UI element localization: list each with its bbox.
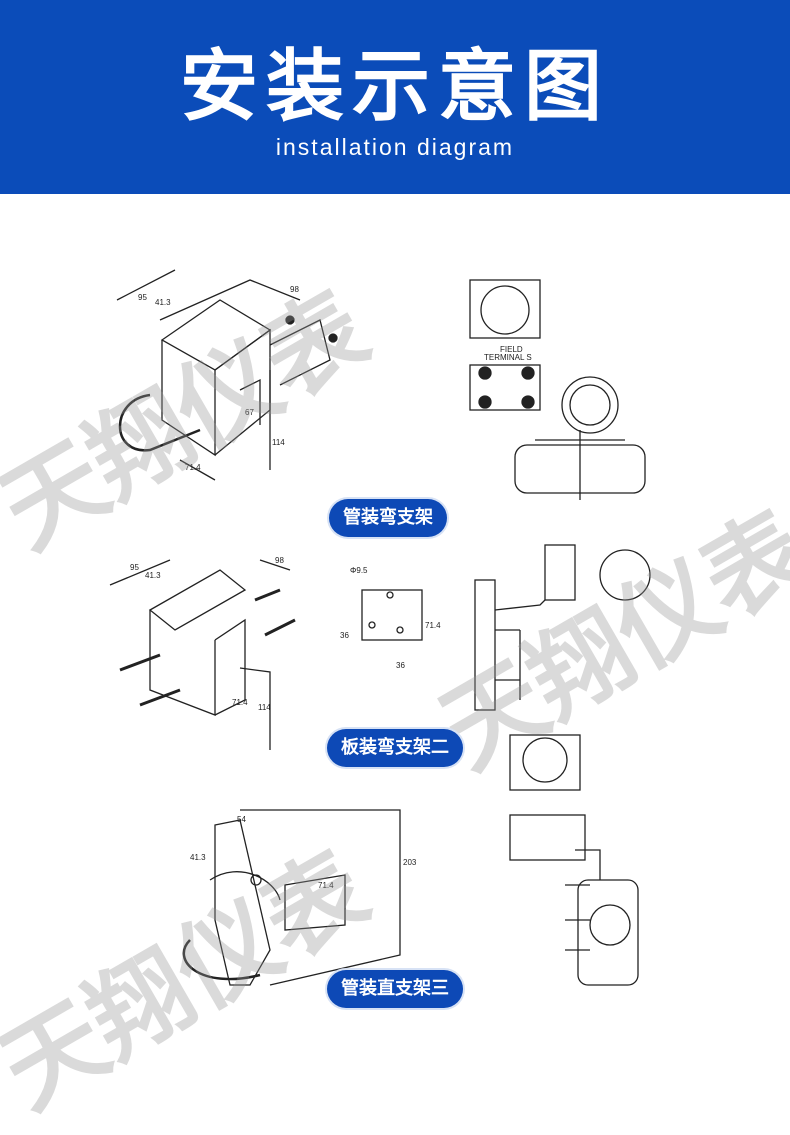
- label-pipe-straight-bracket: 管装直支架三: [327, 970, 463, 1008]
- dim-41-3: 41.3: [145, 571, 161, 580]
- dim-95: 95: [138, 293, 147, 302]
- label-pipe-bend-bracket: 管装弯支架: [329, 499, 447, 537]
- dim-54: 54: [237, 815, 246, 824]
- dim-71-4-b: 71.4: [425, 621, 441, 630]
- dim-67: 67: [245, 408, 254, 417]
- dim-98: 98: [290, 285, 299, 294]
- panel-bend-bracket-drawing: [109, 544, 651, 750]
- dim-71-4: 71.4: [318, 881, 334, 890]
- label-panel-bend-bracket: 板装弯支架二: [327, 729, 463, 767]
- section1-dimensions: 95 41.3 98 67 114 71.4: [138, 285, 299, 472]
- field-text: FIELD: [500, 345, 523, 354]
- section2-dimensions: 95 41.3 98 71.4 114 Φ9.5 36 71.4 36: [130, 556, 441, 712]
- dim-41-3: 41.3: [155, 298, 171, 307]
- dim-114: 114: [258, 703, 271, 712]
- transmitter-on-pipe-drawing: FIELD TERMINAL S: [469, 279, 646, 500]
- dim-98: 98: [275, 556, 284, 565]
- dim-36-b: 36: [396, 661, 405, 670]
- dim-95: 95: [130, 563, 139, 572]
- pipe-straight-bracket-drawing: [182, 734, 639, 986]
- page-subtitle: installation diagram: [275, 134, 515, 160]
- header-banner: 安装示意图 installation diagram: [0, 0, 790, 194]
- dim-36: 36: [340, 631, 349, 640]
- terminals-text: TERMINAL S: [484, 353, 532, 362]
- dim-phi-9-5: Φ9.5: [350, 566, 368, 575]
- installation-drawings: 95 41.3 98 67 114 71.4 FIELD TERMINAL S …: [109, 269, 651, 986]
- dim-71-4: 71.4: [185, 463, 201, 472]
- dim-203: 203: [403, 858, 417, 867]
- dim-114: 114: [272, 438, 285, 447]
- dim-71-4: 71.4: [232, 698, 248, 707]
- dim-41-3: 41.3: [190, 853, 206, 862]
- section3-dimensions: 54 41.3 203 71.4: [190, 815, 417, 890]
- page-title: 安装示意图: [179, 42, 610, 132]
- pipe-bend-bracket-drawing: [116, 269, 338, 481]
